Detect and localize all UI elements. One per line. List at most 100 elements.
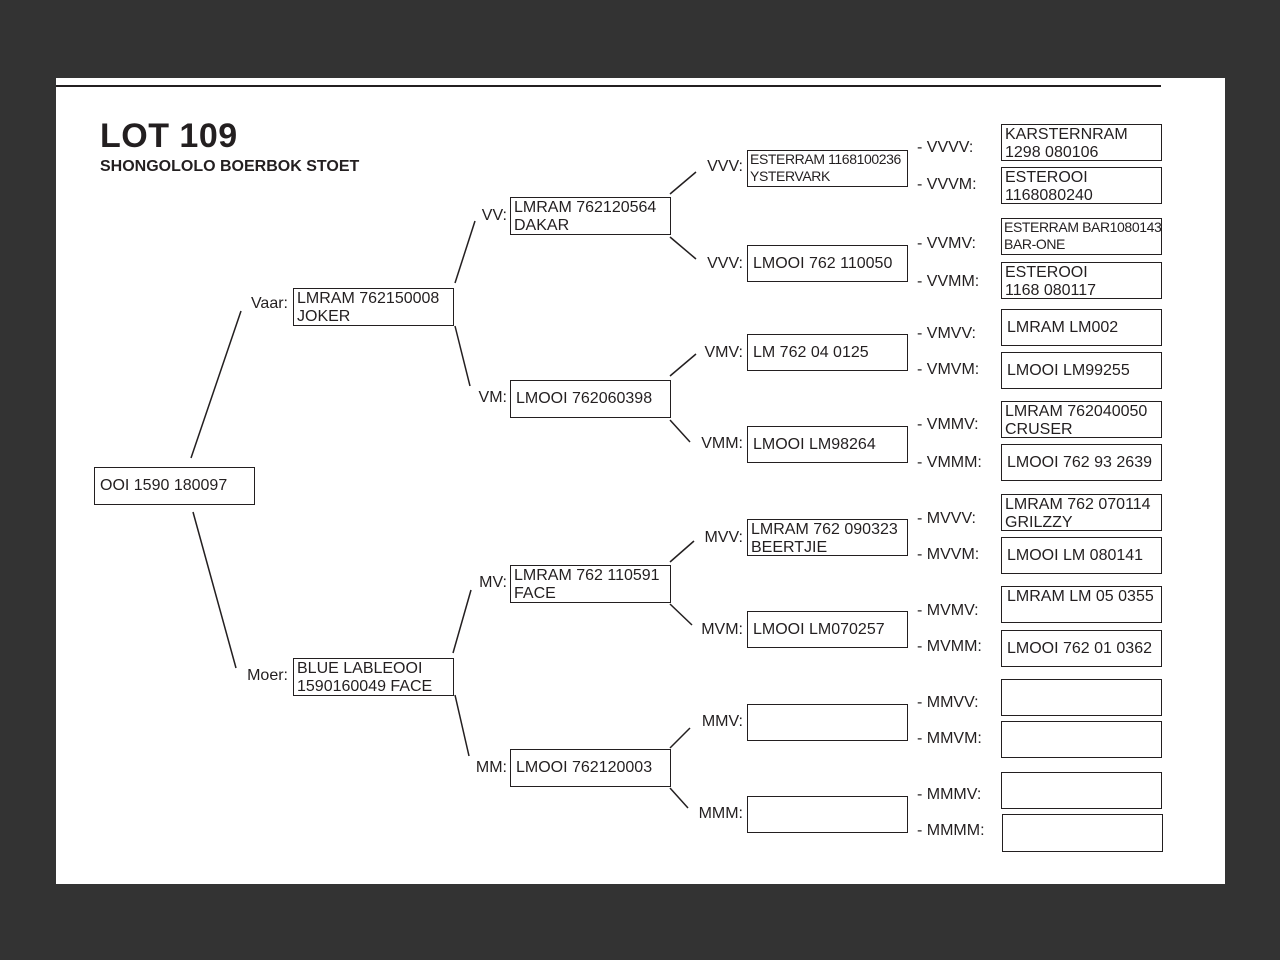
mv-box: LMRAM 762 110591 FACE — [510, 565, 671, 603]
mmmv-label: - MMMV: — [917, 786, 982, 803]
vvmv-line1: ESTERRAM BAR1080143 — [1004, 219, 1162, 235]
vvmm-line2: 1168 080117 — [1005, 282, 1097, 299]
mv-line2: FACE — [514, 585, 556, 602]
mm-label: MM: — [475, 759, 507, 776]
dam-line2: 1590160049 FACE — [297, 678, 433, 695]
vvvv-line2: 1298 080106 — [1005, 144, 1099, 161]
vmmm-box: LMOOI 762 93 2639 — [1001, 444, 1162, 481]
vvmv-label: - VVMV: — [917, 235, 976, 252]
dam-label: Moer: — [247, 667, 288, 684]
mvm-line1: LMOOI LM070257 — [753, 620, 885, 638]
vmvv-box: LMRAM LM002 — [1001, 309, 1162, 346]
mmm-box — [747, 796, 908, 833]
vvm-line1: LMOOI 762 110050 — [753, 254, 893, 272]
mvvv-line2: GRILZZY — [1005, 514, 1073, 531]
vm-box: LMOOI 762060398 — [510, 380, 671, 418]
subject-id: OOI 1590 180097 — [100, 477, 228, 494]
top-rule — [56, 85, 1161, 87]
vm-label: VM: — [478, 389, 507, 406]
vmmv-box: LMRAM 762040050 CRUSER — [1001, 401, 1162, 438]
mmm-label: MMM: — [698, 805, 743, 822]
mvv-line2: BEERTJIE — [751, 539, 828, 556]
vmvm-label: - VMVM: — [917, 361, 980, 378]
mvmv-box: LMRAM LM 05 0355 — [1001, 586, 1162, 623]
mvv-box: LMRAM 762 090323 BEERTJIE — [747, 519, 908, 556]
mvvv-label: - MVVV: — [917, 510, 976, 527]
vvvv-box: KARSTERNRAM 1298 080106 — [1001, 124, 1162, 161]
vmv-box: LM 762 04 0125 — [747, 334, 908, 371]
vvmv-line2: BAR-ONE — [1004, 236, 1065, 252]
mv-line1: LMRAM 762 110591 — [514, 567, 660, 584]
mvvv-line1: LMRAM 762 070114 — [1005, 496, 1151, 513]
vvvv-label: - VVVV: — [917, 139, 974, 156]
vvmm-line1: ESTEROOI — [1005, 264, 1088, 281]
mvv-label: MVV: — [704, 529, 743, 546]
mvm-box: LMOOI LM070257 — [747, 611, 908, 648]
vmv-label: VMV: — [704, 344, 743, 361]
mv-label: MV: — [479, 574, 507, 591]
mvmm-label: - MVMM: — [917, 638, 982, 655]
dam-box: BLUE LABLEOOI 1590160049 FACE — [293, 658, 454, 696]
vmvv-label: - VMVV: — [917, 325, 976, 342]
lot-title: LOT 109 — [100, 117, 238, 155]
sire-label: Vaar: — [250, 295, 288, 312]
vvvm-label: - VVVM: — [917, 176, 977, 193]
vmmm-line1: LMOOI 762 93 2639 — [1007, 453, 1152, 471]
vmm-label: VMM: — [701, 435, 743, 452]
mvvv-box: LMRAM 762 070114 GRILZZY — [1001, 494, 1162, 531]
sire-line1: LMRAM 762150008 — [297, 290, 440, 307]
vvv-line1: ESTERRAM 1168100236 — [750, 151, 901, 167]
mmvv-box — [1001, 679, 1162, 716]
mmmm-box — [1002, 814, 1163, 852]
stud-name: SHONGOLOLO BOERBOK STOET — [100, 158, 360, 175]
mmvm-label: - MMVM: — [917, 730, 982, 747]
subject-box: OOI 1590 180097 — [94, 467, 255, 505]
vmmm-label: - VMMM: — [917, 454, 982, 471]
pedigree-connector-lines — [190, 171, 697, 809]
mvvm-box: LMOOI LM 080141 — [1001, 537, 1162, 574]
vvm-box: LMOOI 762 110050 — [747, 245, 908, 282]
dam-line1: BLUE LABLEOOI — [297, 660, 423, 677]
mmmm-label: - MMMM: — [917, 822, 985, 839]
mmmv-box — [1001, 772, 1162, 809]
vvv-label: VVV: — [707, 158, 743, 175]
sire-box: LMRAM 762150008 JOKER — [293, 288, 454, 326]
mmvm-box — [1001, 721, 1162, 758]
mm-line1: LMOOI 762120003 — [516, 759, 653, 776]
mm-box: LMOOI 762120003 — [510, 749, 671, 787]
mvmm-line1: LMOOI 762 01 0362 — [1007, 639, 1152, 657]
mvv-line1: LMRAM 762 090323 — [751, 521, 898, 538]
vv-label: VV: — [481, 207, 507, 224]
mvvm-line1: LMOOI LM 080141 — [1007, 546, 1144, 564]
vvvm-box: ESTEROOI 1168080240 — [1001, 167, 1162, 204]
vmm-line1: LMOOI LM98264 — [753, 435, 876, 453]
vv-line1: LMRAM 762120564 — [514, 199, 657, 216]
vmv-line1: LM 762 04 0125 — [753, 343, 869, 361]
vv-box: LMRAM 762120564 DAKAR — [510, 197, 671, 235]
vmm-box: LMOOI LM98264 — [747, 426, 908, 463]
vmmv-label: - VMMV: — [917, 416, 979, 433]
mmvv-label: - MMVV: — [917, 694, 979, 711]
mvmm-box: LMOOI 762 01 0362 — [1001, 630, 1162, 667]
mvmv-line1: LMRAM LM 05 0355 — [1007, 588, 1154, 605]
vvvm-line1: ESTEROOI — [1005, 169, 1088, 186]
vvmm-label: - VVMM: — [917, 273, 980, 290]
vvmm-box: ESTEROOI 1168 080117 — [1001, 262, 1162, 299]
mmv-label: MMV: — [701, 713, 743, 730]
vvmv-box: ESTERRAM BAR1080143 BAR-ONE — [1001, 218, 1162, 255]
vv-line2: DAKAR — [514, 217, 570, 234]
mvvm-label: - MVVM: — [917, 546, 980, 563]
vmvm-line1: LMOOI LM99255 — [1007, 361, 1130, 379]
vmvm-box: LMOOI LM99255 — [1001, 352, 1162, 389]
mvm-label: MVM: — [701, 621, 743, 638]
vmmv-line1: LMRAM 762040050 — [1005, 403, 1148, 420]
sire-line2: JOKER — [297, 308, 351, 325]
vvv-box: ESTERRAM 1168100236 YSTERVARK — [747, 150, 908, 187]
vvm-label: VVV: — [707, 255, 743, 272]
vmvv-line1: LMRAM LM002 — [1007, 318, 1119, 336]
pedigree-page: LOT 109 SHONGOLOLO BOERBOK STOET OOI 159… — [56, 78, 1225, 884]
mvmv-label: - MVMV: — [917, 602, 979, 619]
vm-line1: LMOOI 762060398 — [516, 390, 653, 407]
vvv-line2: YSTERVARK — [750, 168, 830, 184]
vvvv-line1: KARSTERNRAM — [1005, 126, 1128, 143]
